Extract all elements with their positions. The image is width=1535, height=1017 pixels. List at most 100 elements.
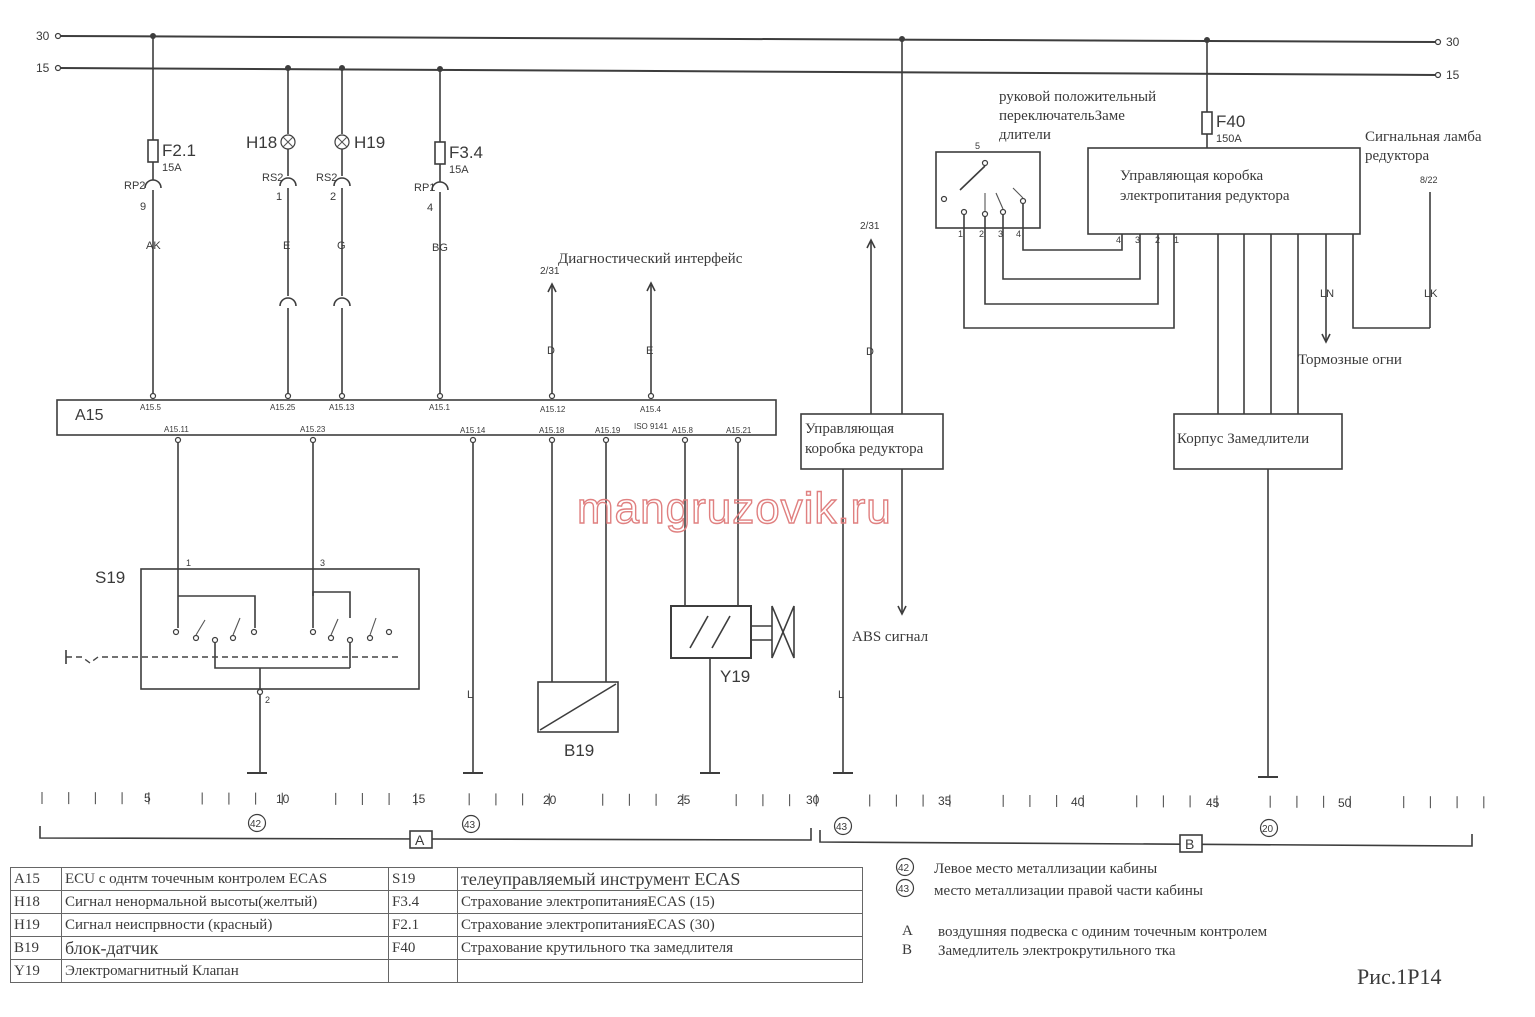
legend-desc: ECU с однтм точечным контролем ECAS (61, 867, 389, 891)
wire-e: E (283, 240, 290, 252)
note-b-text: Замедлитель электрокрутильного тка (938, 943, 1176, 959)
fuse-f2-1-amp: 15A (162, 162, 182, 174)
switch-label-3: длители (999, 127, 1051, 143)
legend-desc: Страхование крутильного тка замедлителя (457, 936, 863, 960)
y19-valve: Y19 (670, 442, 795, 774)
switch-label-2: переключательЗаме (999, 108, 1125, 124)
fuse-f2-1-label: F2.1 (162, 141, 196, 160)
legend-code: F2.1 (388, 913, 458, 937)
brake-lights-label: Тормозные огни (1298, 352, 1402, 368)
wire-ak: AK (146, 240, 161, 252)
lamp-h18-label: H18 (246, 133, 277, 152)
legend-notes: 42 Левое место металлизации кабины 43 ме… (895, 857, 1268, 959)
legend-desc: Электромагнитный Клапан (61, 959, 389, 983)
power-box-line2: электропитания редуктора (1120, 188, 1290, 204)
ground-marker-42: 42 (250, 819, 262, 830)
s19-height-switch: S19 1 3 2 (65, 442, 420, 774)
power-control-box (1087, 147, 1361, 235)
fuse-f40-symbol (1201, 111, 1213, 135)
lamp-8-22: 8/22 (1420, 175, 1438, 185)
table-row: Y19 Электромагнитный Клапан (10, 959, 863, 983)
diagnostic-label: Диагностический интерфейс (558, 251, 743, 267)
legend-code: Y19 (10, 959, 62, 983)
legend-code: F40 (388, 936, 458, 960)
legend-code: S19 (388, 867, 458, 891)
s19-pin-2: 2 (265, 695, 270, 705)
legend-code: H18 (10, 890, 62, 914)
switch-pin-2: 2 (979, 229, 984, 239)
s19-label: S19 (95, 568, 125, 587)
note-b-symbol: B (902, 942, 912, 958)
pin-a15-25: A15.25 (270, 403, 296, 412)
scale-30: 30 (806, 793, 820, 807)
pin-a15-23: A15.23 (300, 425, 326, 434)
wire-d-diag: D (547, 345, 555, 357)
fuse-f40-label: F40 (1216, 112, 1245, 131)
abs-signal-label: ABS сигнал (852, 629, 929, 645)
y19-coil (670, 605, 752, 659)
power-pin-4: 4 (1116, 235, 1121, 245)
legend-code: A15 (10, 867, 62, 891)
rs2-a-label: RS2 (262, 172, 283, 184)
wire-a15-14: L (463, 442, 483, 774)
gearbox-control-box (800, 413, 944, 470)
legend-code: H19 (10, 913, 62, 937)
wire-l-gearbox: L (838, 689, 844, 701)
scale-50: 50 (1338, 796, 1352, 810)
rail-30: 30 30 (36, 29, 1460, 49)
rail-15-left-label: 15 (36, 61, 50, 75)
ground-marker-20: 20 (1262, 824, 1274, 835)
gearbox-box-line2: коробка редуктора (805, 441, 924, 457)
ecu-a15: A15 A15.5 A15.25 A15.13 A15.1 A15.12 A15… (56, 399, 777, 436)
pin-a15-5: A15.5 (140, 403, 161, 412)
connector-rp2-symbol (144, 179, 162, 189)
legend-desc: блок-датчик (61, 936, 389, 960)
note-a-text: воздушняя подвеска с одиним точечным кон… (938, 924, 1268, 940)
switch-box (935, 151, 1041, 229)
s19-pin-3: 3 (320, 558, 325, 568)
power-pin-2: 2 (1155, 235, 1160, 245)
note-42-symbol: 42 (898, 863, 910, 874)
rail-15: 15 15 (36, 61, 1460, 82)
wire-bg: BG (432, 242, 448, 254)
rs2-b-label: RS2 (316, 172, 337, 184)
fuse-f40-amp: 150A (1216, 133, 1242, 145)
wire-ln: LN (1320, 288, 1334, 300)
wire-e-diag: E (646, 345, 653, 357)
pin-a15-4: A15.4 (640, 405, 661, 414)
ground-marker-43-left: 43 (464, 820, 476, 831)
s19-pin-1: 1 (186, 558, 191, 568)
legend-desc: телеуправляемый инструмент ECAS (457, 867, 863, 891)
b19-box (537, 681, 619, 733)
ground-marker-43-right: 43 (836, 822, 848, 833)
table-row: A15 ECU с однтм точечным контролем ECAS … (10, 867, 863, 891)
diagnostic-interface: Диагностический интерфейс 2/31 D E (540, 251, 743, 400)
legend-desc (457, 959, 863, 983)
signal-lamp-line1: Сигнальная ламба (1365, 129, 1482, 145)
lamp-h19-label: H19 (354, 133, 385, 152)
note-42-text: Левое место металлизации кабины (934, 861, 1157, 877)
branch-f2-1: F2.1 15A RP2 9 AK (124, 36, 196, 400)
retarder-power-control: F40 150A Управляющая коробка электропита… (1087, 40, 1482, 778)
pin-a15-11: A15.11 (164, 425, 189, 434)
branch-h19: H19 RS2 2 G (316, 68, 385, 400)
rail-30-right-label: 30 (1446, 35, 1460, 49)
wire-g: G (337, 240, 346, 252)
switch-pin-4: 4 (1016, 229, 1021, 239)
rail-15-right-label: 15 (1446, 68, 1460, 82)
power-pin-1: 1 (1174, 235, 1179, 245)
b19-sensor: B19 (537, 442, 619, 760)
power-box-line1: Управляющая коробка (1120, 168, 1264, 184)
note-a-symbol: A (902, 923, 913, 939)
legend-desc: Сигнал неиспрвности (красный) (61, 913, 389, 937)
switch-pin-3: 3 (998, 229, 1003, 239)
watermark: mangruzovik.ru (577, 484, 892, 533)
pin-a15-12: A15.12 (540, 405, 566, 414)
fuse-f3-4-symbol (434, 141, 446, 165)
wire-lk: LK (1424, 288, 1438, 300)
wire-d-gearbox: D (866, 346, 874, 358)
component-legend-table: A15 ECU с однтм точечным контролем ECAS … (10, 867, 863, 983)
table-row: B19 блок-датчик F40 Страхование крутильн… (10, 936, 863, 960)
